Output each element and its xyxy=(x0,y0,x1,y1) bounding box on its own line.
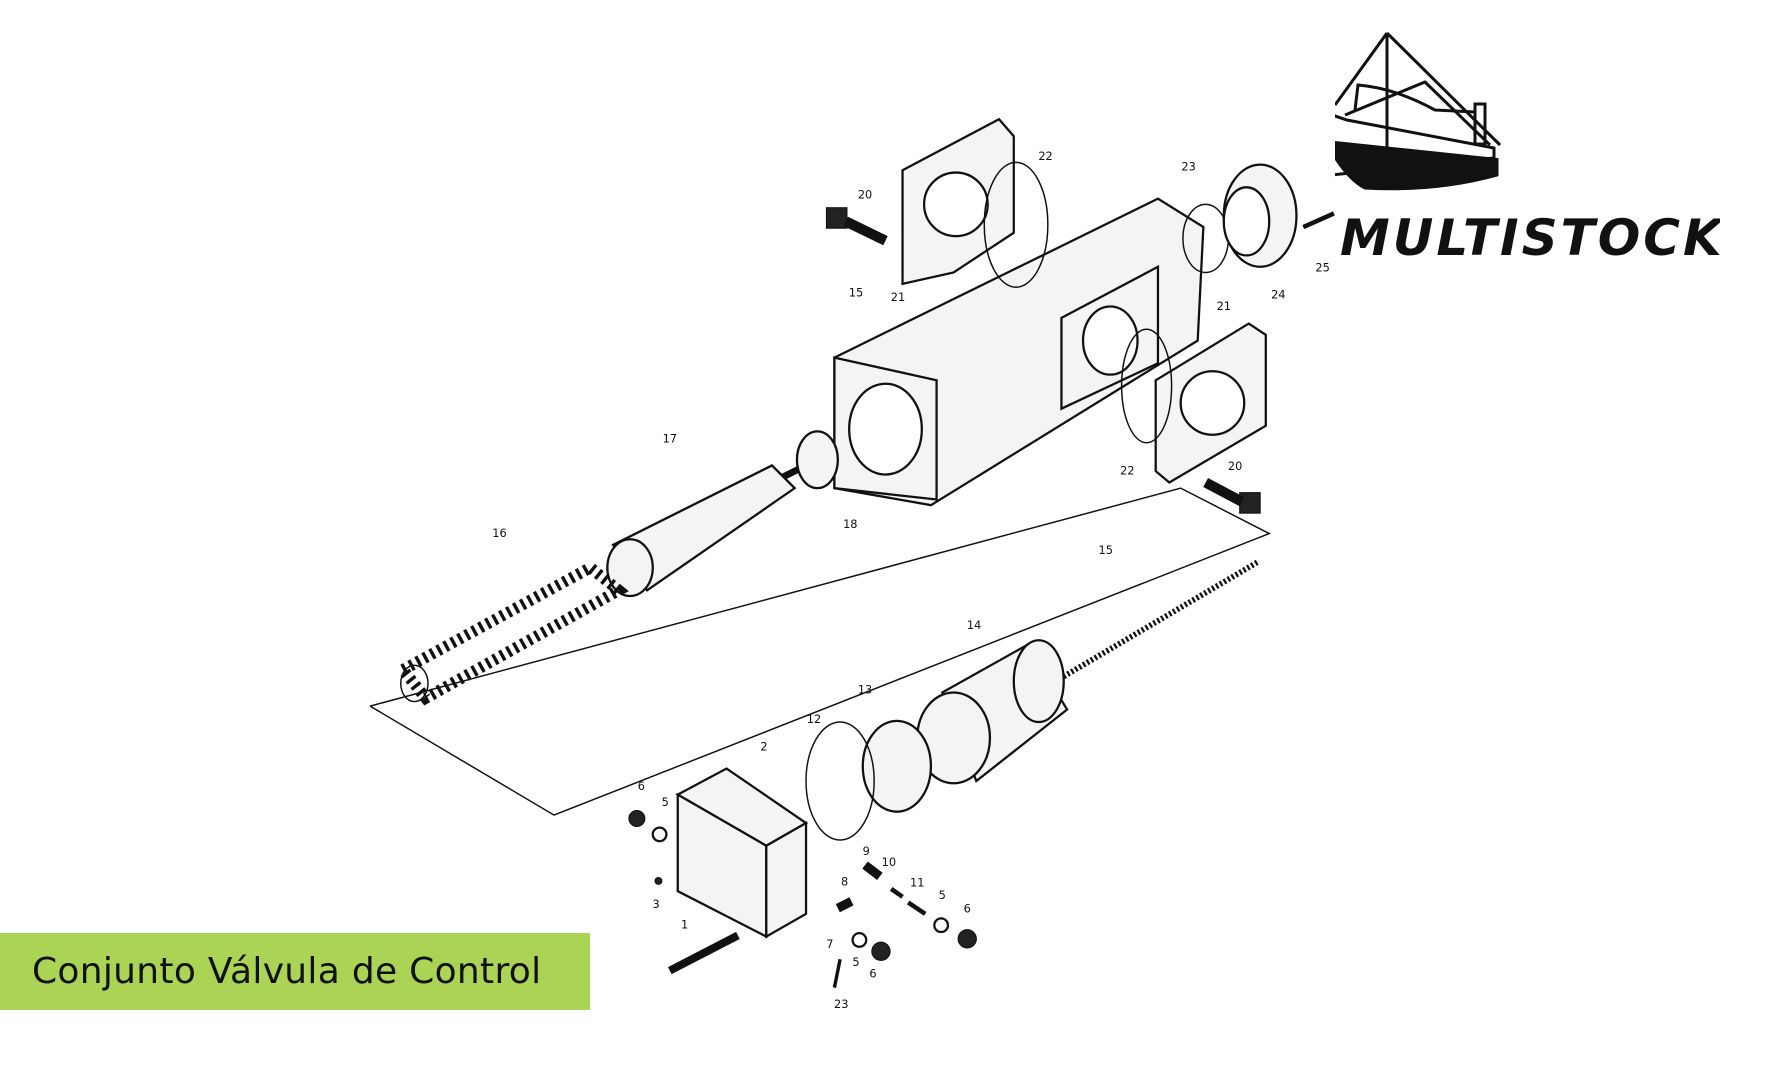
part-label: 17 xyxy=(663,432,677,446)
part-label: 15 xyxy=(849,285,863,299)
part-label: 12 xyxy=(807,712,821,726)
rod-15 xyxy=(1054,559,1260,684)
flange-right xyxy=(1154,322,1267,484)
part-label: 8 xyxy=(841,874,848,888)
part-label: 18 xyxy=(843,517,857,531)
part-label: 5 xyxy=(939,888,946,902)
part-label: 20 xyxy=(1228,459,1242,473)
ring-13 xyxy=(861,719,933,813)
part-label: 5 xyxy=(662,795,669,809)
seat-18 xyxy=(795,430,839,490)
part-label: 21 xyxy=(891,290,905,304)
part-label: 5 xyxy=(852,955,859,969)
part-label: 16 xyxy=(492,526,506,540)
spool-17 xyxy=(606,456,819,598)
part-label: 23 xyxy=(1181,159,1195,173)
small-fasteners xyxy=(628,809,977,988)
screw-25 xyxy=(1302,211,1335,230)
valve-block-2 xyxy=(675,767,809,939)
valve-body xyxy=(833,197,1205,507)
part-label: 6 xyxy=(964,902,971,916)
o-ring-22b xyxy=(1120,328,1173,444)
part-label: 14 xyxy=(967,618,981,632)
fishing-boat-logo-icon xyxy=(1335,31,1502,191)
part-label: 24 xyxy=(1271,288,1285,302)
part-label: 11 xyxy=(910,876,924,890)
part-label: 15 xyxy=(1099,543,1113,557)
part-label: 22 xyxy=(1038,149,1052,163)
part-label: 13 xyxy=(858,683,872,697)
part-label: 25 xyxy=(1315,260,1329,274)
piston-14 xyxy=(916,639,1069,785)
assembly-frame xyxy=(369,487,1272,816)
part-label: 10 xyxy=(882,855,896,869)
part-label: 3 xyxy=(653,897,660,911)
part-label: 22 xyxy=(1120,464,1134,478)
part-label: 20 xyxy=(858,188,872,202)
bolt-20-right xyxy=(1203,477,1261,514)
o-ring-22 xyxy=(983,161,1049,288)
part-label: 6 xyxy=(869,966,876,980)
multistock-logo: MULTISTOCK xyxy=(1335,31,1720,267)
part-label: 23 xyxy=(834,997,848,1011)
part-label: 1 xyxy=(681,918,688,932)
part-label: 21 xyxy=(1217,299,1231,313)
spring-16 xyxy=(394,560,629,706)
part-labels: 20 22 21 15 23 25 24 21 22 20 17 18 16 1… xyxy=(492,149,1329,1011)
cap-24 xyxy=(1222,163,1298,268)
part-label: 6 xyxy=(638,779,645,793)
assembly-title: Conjunto Válvula de Control xyxy=(32,951,542,992)
flange-top xyxy=(901,117,1015,286)
bolt-20-top xyxy=(825,207,888,246)
part-label: 2 xyxy=(760,739,767,753)
part-label: 7 xyxy=(826,937,833,951)
title-banner: Conjunto Válvula de Control xyxy=(0,933,590,1010)
brand-name: MULTISTOCK xyxy=(1340,209,1720,267)
part-label: 9 xyxy=(863,844,870,858)
o-ring-12 xyxy=(805,721,875,841)
